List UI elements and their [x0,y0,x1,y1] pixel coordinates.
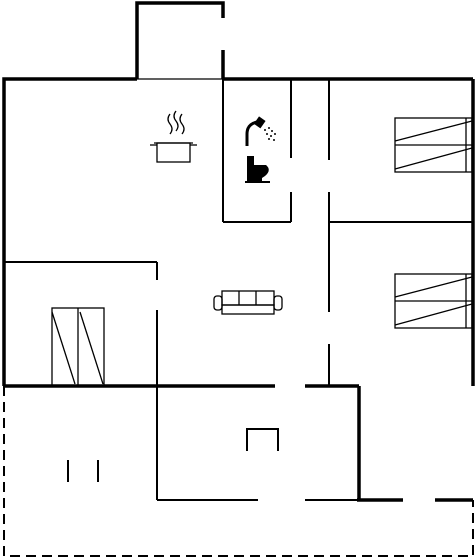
entrance-nook [135,1,225,80]
interior-walls [4,79,473,501]
double-bed-icon [394,117,473,173]
cooking-pot-icon [150,110,197,163]
toilet-icon [245,156,270,183]
post-marks [67,460,99,482]
outdoor-boundary [3,386,474,557]
sofa-icon [213,290,283,315]
wardrobe-icon [51,307,105,387]
shower-icon [245,116,276,146]
outer-walls [2,77,475,502]
double-bed-icon [394,273,473,329]
table-icon [246,428,279,451]
